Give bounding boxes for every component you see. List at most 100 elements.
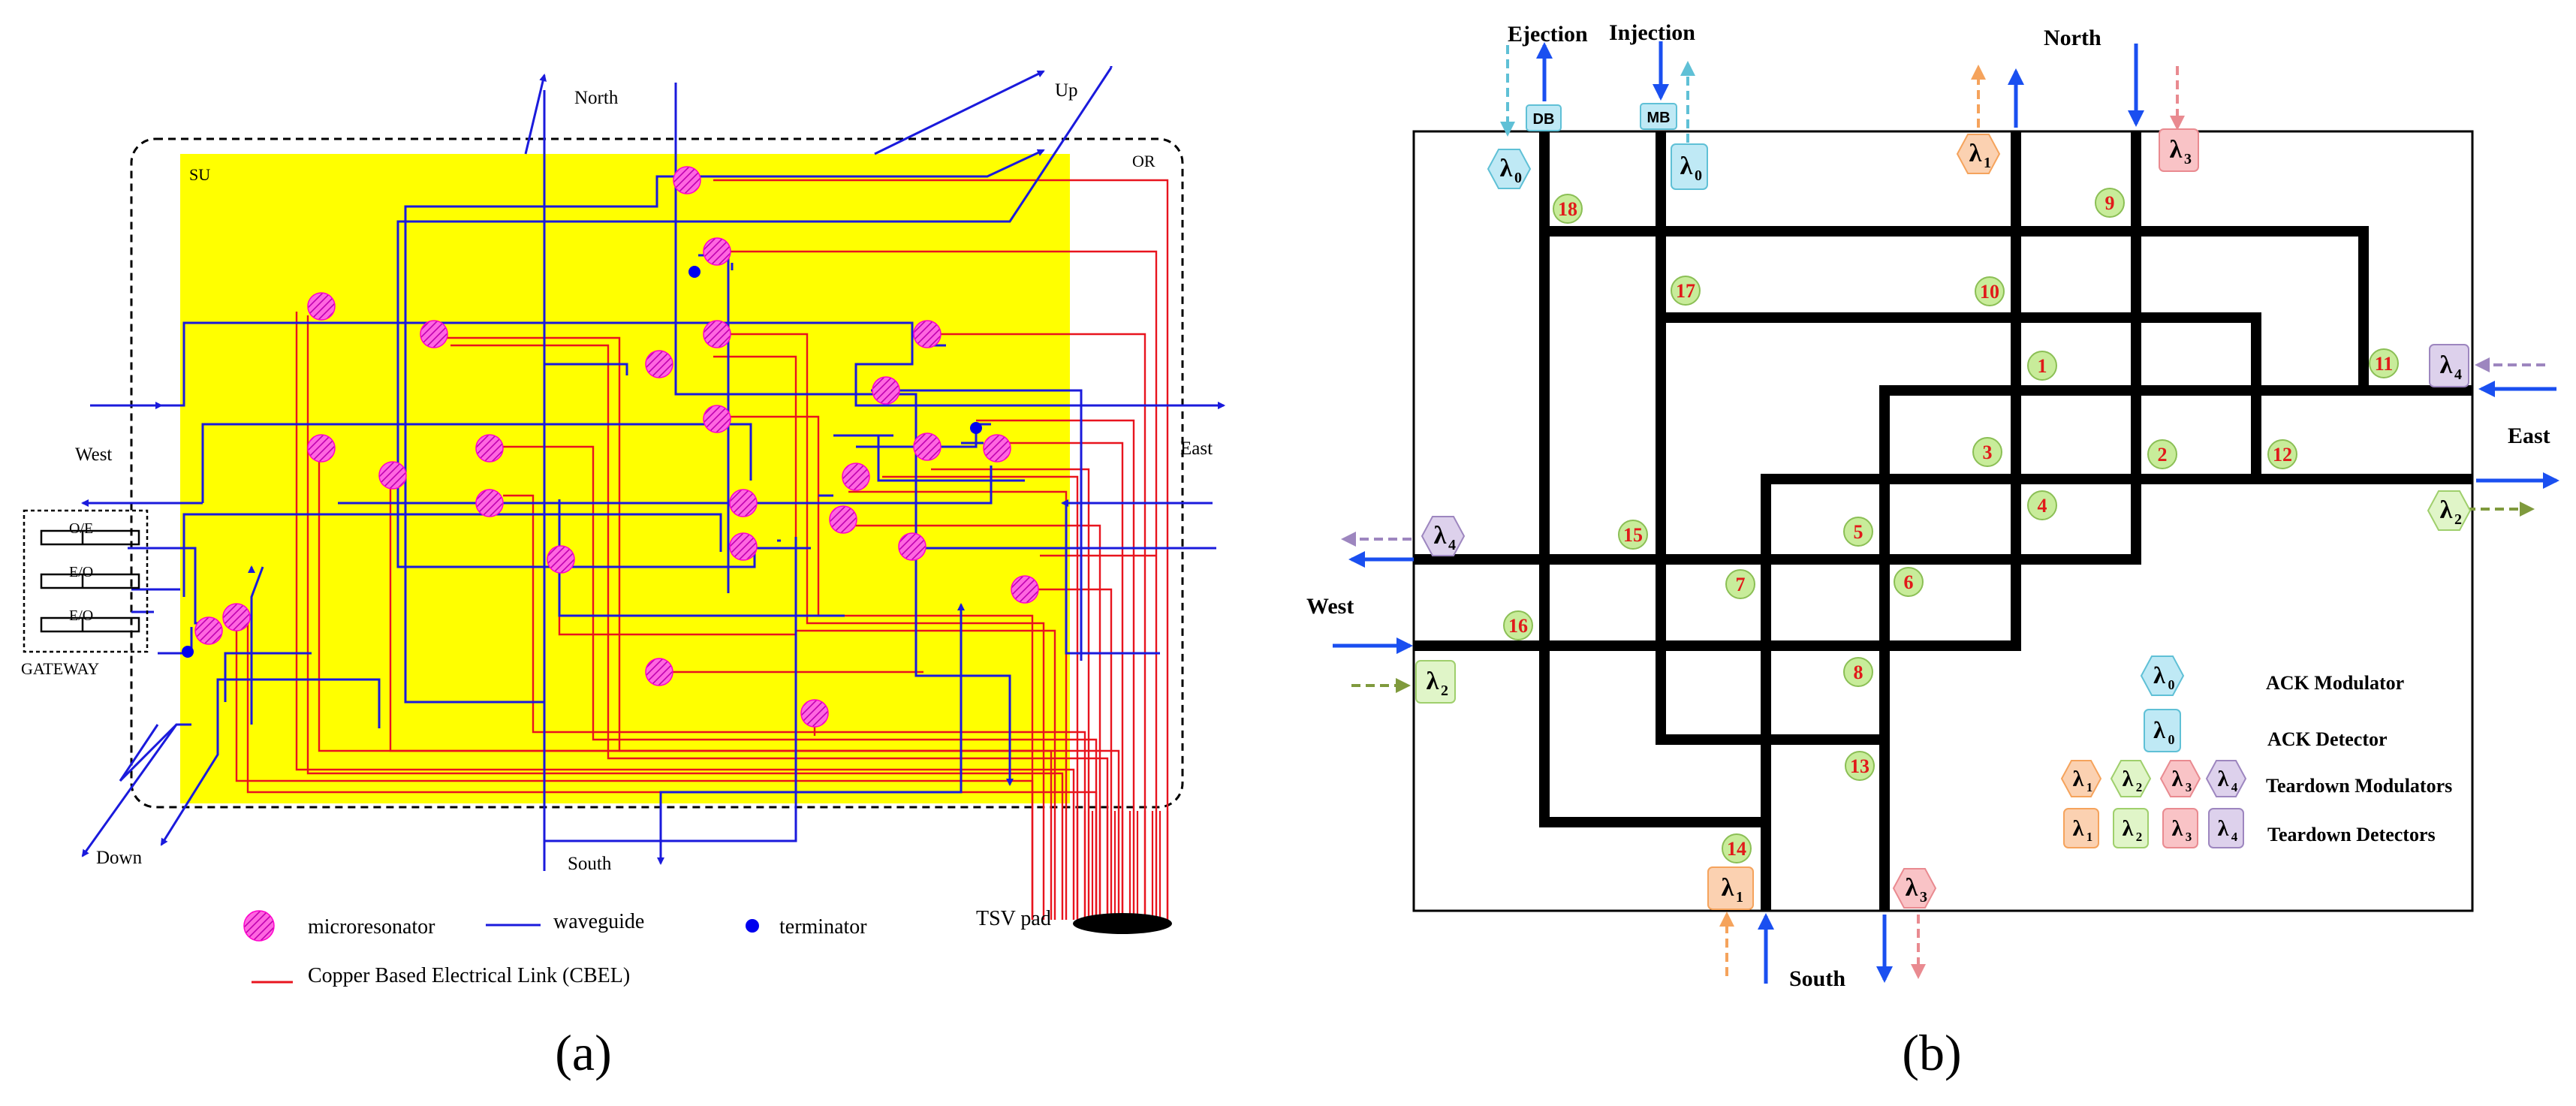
svg-text:14: 14 [1727,838,1746,860]
injection-label: Injection [1609,20,1695,45]
caption-a: (a) [555,1024,611,1081]
svg-text:3: 3 [1920,889,1927,906]
switch-node-16: 16 [1503,610,1533,640]
microresonator [645,350,673,378]
microresonator [475,489,504,517]
microresonator [898,532,926,561]
region-or-label: OR [1132,152,1155,170]
microresonator [703,320,731,348]
svg-text:2: 2 [2158,444,2168,466]
svg-text:λ: λ [2073,767,2084,791]
switch-node-18: 18 [1553,194,1583,224]
svg-text:0: 0 [2168,732,2175,747]
svg-text:λ: λ [2172,767,2183,791]
microresonator [729,489,758,517]
svg-text:12: 12 [2273,444,2292,466]
legend-ack-modulator: ACK Modulator [2266,672,2404,694]
db-label: DB [1533,111,1555,128]
svg-text:λ: λ [1969,140,1982,167]
legend-waveguide: waveguide [553,910,644,933]
tsv-pad [1073,913,1172,934]
legend-cbel: Copper Based Electrical Link (CBEL) [308,964,630,987]
microresonator [872,376,900,405]
microresonator [475,434,504,463]
dir-east-a: East [1180,438,1213,459]
legend-teardown-modulators: Teardown Modulators [2266,775,2452,797]
switch-node-15: 15 [1618,520,1648,550]
svg-text:λ: λ [1434,522,1447,550]
svg-text:4: 4 [2038,495,2047,517]
microresonator [1011,575,1039,604]
svg-text:3: 3 [1983,441,1993,463]
gateway-port-eo-2: E/O [69,607,93,624]
svg-text:1: 1 [1984,155,1991,171]
chip-region [180,154,1070,803]
svg-text:3: 3 [2184,151,2192,167]
svg-text:λ: λ [1427,668,1439,695]
mb-label: MB [1647,110,1670,126]
svg-text:2: 2 [2136,780,2143,794]
svg-text:5: 5 [1854,521,1863,543]
legend-microresonator: microresonator [308,915,435,939]
router-frame [1412,130,2474,912]
svg-text:8: 8 [1854,661,1863,683]
chip-boundary [130,137,1184,809]
switch-node-8: 8 [1843,657,1873,687]
svg-text:0: 0 [2168,677,2175,692]
svg-text:4: 4 [2454,366,2462,383]
terminator-dot [688,266,700,278]
microresonator [703,405,731,433]
svg-text:λ: λ [2123,816,2134,841]
svg-text:3: 3 [2186,830,2192,844]
gateway-label: GATEWAY [21,659,99,678]
svg-text:17: 17 [1676,280,1695,302]
svg-text:λ: λ [2440,496,2453,524]
switch-node-11: 11 [2369,348,2399,378]
svg-text:λ: λ [2153,716,2165,743]
legend-ack-detector: ACK Detector [2267,728,2388,750]
region-su-label: SU [189,165,210,184]
gateway-port-eo-1: E/O [69,564,93,580]
switch-node-7: 7 [1725,569,1755,599]
svg-text:λ: λ [2123,767,2134,791]
switch-node-5: 5 [1843,517,1873,547]
svg-text:λ: λ [2218,767,2229,791]
svg-text:16: 16 [1508,615,1528,637]
legend-a: microresonator waveguide terminator Copp… [243,910,867,987]
legend-terminator-icon [746,919,759,933]
microresonator [307,292,336,321]
dir-south-a: South [568,854,612,874]
microresonator [842,463,870,491]
microresonator [913,320,942,348]
svg-text:λ: λ [1722,874,1734,902]
panel-a: SU OR [21,66,1225,1081]
svg-text:1: 1 [2086,830,2093,844]
svg-text:9: 9 [2105,192,2115,214]
db-box [1526,104,1562,131]
svg-text:2: 2 [2136,830,2143,844]
svg-text:4: 4 [2231,830,2238,844]
microresonator [378,461,407,490]
svg-text:3: 3 [2186,780,2192,794]
dir-north-b: North [2044,26,2101,50]
microresonator [729,532,758,561]
microresonator [645,658,673,686]
svg-text:13: 13 [1850,755,1869,777]
ejection-label: Ejection [1508,22,1588,47]
svg-text:1: 1 [1736,889,1743,906]
svg-text:4: 4 [2231,780,2238,794]
microresonator [547,545,575,574]
